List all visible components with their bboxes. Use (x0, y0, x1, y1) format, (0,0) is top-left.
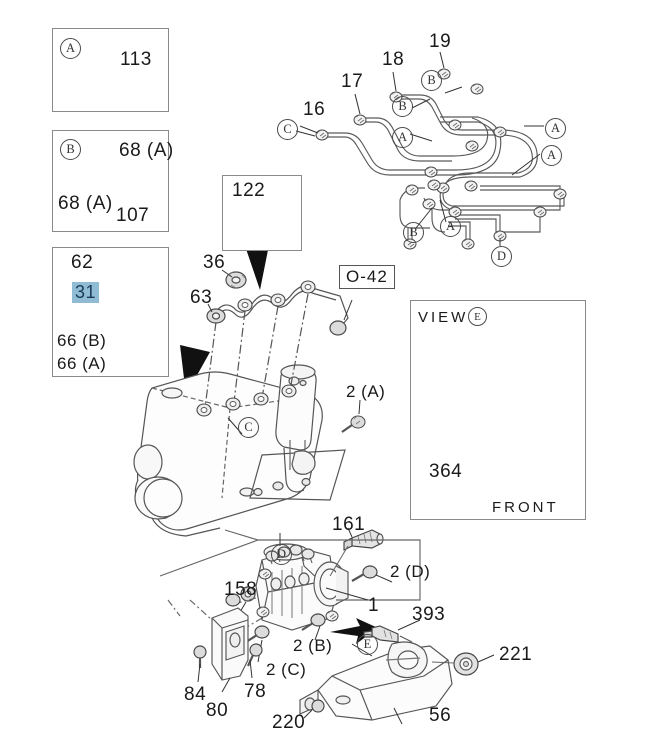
label-18: 18 (382, 49, 405, 70)
label-1: 1 (368, 595, 380, 616)
detail-panel-a (52, 28, 169, 112)
engine-block-drawing (133, 364, 346, 537)
panel-b-letter-badge: B (60, 139, 81, 160)
label-56: 56 (429, 705, 452, 726)
label-63: 63 (190, 287, 213, 308)
view-e-letter-badge: E (468, 307, 487, 326)
leader-1 (325, 587, 369, 601)
label-122: 122 (232, 180, 266, 201)
label-2d: 2 (D) (390, 562, 431, 581)
callout-pipe-d: D (491, 246, 512, 267)
label-19: 19 (429, 31, 452, 52)
pointer-arrow-pump (330, 618, 378, 644)
leader-2a (358, 399, 361, 415)
label-78: 78 (244, 681, 267, 702)
support-bracket-drawing (189, 593, 263, 693)
front-label: FRONT (492, 499, 559, 516)
leader-36 (221, 269, 233, 278)
callout-bracket-e: E (357, 634, 378, 655)
lower-bracket-drawing (299, 619, 495, 725)
label-2b: 2 (B) (293, 636, 333, 655)
label-68a-bottom: 68 (A) (58, 193, 113, 214)
callout-pipe-b3: B (403, 222, 424, 243)
label-2c: 2 (C) (266, 660, 307, 679)
detail-panel-122 (222, 175, 302, 251)
label-158: 158 (224, 579, 258, 600)
callout-engine-c: C (238, 417, 259, 438)
detail-panel-c (52, 247, 169, 377)
label-80: 80 (206, 700, 229, 721)
label-66b: 66 (B) (57, 331, 107, 350)
leader-2b-lower (314, 625, 321, 641)
callout-pump-d: D (271, 544, 292, 565)
label-68a-top: 68 (A) (119, 140, 174, 161)
label-2a: 2 (A) (346, 382, 386, 401)
injection-pump-drawing (159, 529, 421, 643)
view-e-panel (410, 300, 586, 520)
leader-161 (347, 527, 353, 538)
label-62: 62 (71, 252, 94, 273)
label-161: 161 (332, 514, 366, 535)
callout-pipe-a1: A (392, 127, 413, 148)
label-o42: O-42 (339, 265, 395, 289)
label-113: 113 (120, 49, 152, 70)
callout-pipe-b2: B (392, 96, 413, 117)
label-220: 220 (272, 712, 306, 733)
bolt-2a (341, 415, 366, 433)
callout-pipe-a3: A (541, 145, 562, 166)
view-e-title: VIEW (418, 309, 469, 326)
label-393: 393 (412, 604, 446, 625)
label-16: 16 (303, 99, 326, 120)
pipe-leaders (295, 51, 544, 246)
leader-2d (375, 574, 393, 583)
leader-63 (207, 303, 213, 313)
label-66a: 66 (A) (57, 354, 107, 373)
callout-pipe-a2: A (545, 118, 566, 139)
callout-pipe-b1: B (421, 70, 442, 91)
label-36: 36 (203, 252, 226, 273)
label-17: 17 (341, 71, 364, 92)
label-84: 84 (184, 684, 207, 705)
label-31-highlighted[interactable]: 31 (72, 282, 100, 303)
callout-pipe-a4: A (440, 216, 461, 237)
label-364: 364 (429, 461, 463, 482)
label-107: 107 (116, 205, 150, 226)
panel-a-letter-badge: A (60, 38, 81, 59)
label-221: 221 (499, 644, 533, 665)
callout-pipe-c: C (277, 119, 298, 140)
